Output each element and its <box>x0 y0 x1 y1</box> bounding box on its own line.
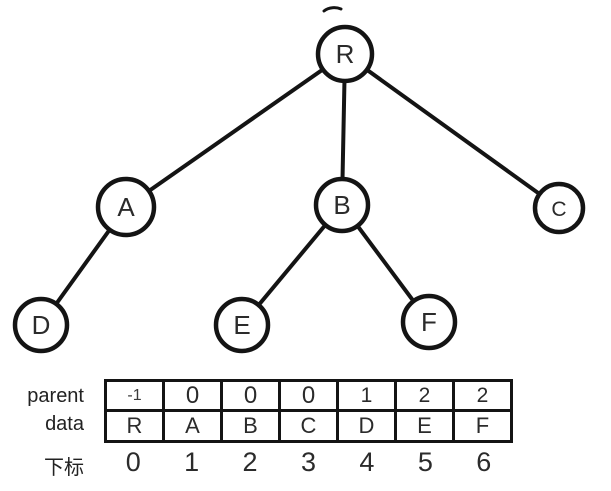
index-row-label: 下标 <box>44 457 84 479</box>
node-e: E <box>213 296 271 354</box>
data-cell: C <box>278 409 339 443</box>
data-values-row: R A B C D E F <box>104 409 513 443</box>
data-cell: B <box>220 409 281 443</box>
data-cell: D <box>336 409 397 443</box>
parent-cell: 0 <box>220 379 281 412</box>
node-r-label: R <box>336 39 355 69</box>
index-value: 3 <box>300 447 316 477</box>
node-r-circle <box>315 24 375 84</box>
index-value: 4 <box>359 447 375 477</box>
parent-cell: 2 <box>394 379 455 412</box>
node-r: R <box>315 24 375 84</box>
node-c: C <box>532 181 586 235</box>
node-e-circle <box>213 296 271 354</box>
parent-cell: 0 <box>162 379 223 412</box>
node-a: A <box>95 176 157 238</box>
parent-cell: 2 <box>452 379 513 412</box>
node-a-circle <box>95 176 157 238</box>
node-b: B <box>313 176 371 234</box>
node-f-label: F <box>421 307 437 337</box>
data-cell: A <box>162 409 223 443</box>
parent-cell: 0 <box>278 379 339 412</box>
node-d: D <box>12 296 70 354</box>
edge-r-a <box>124 52 347 209</box>
data-cell: E <box>394 409 455 443</box>
parent-cell: -1 <box>104 379 165 412</box>
parent-values-row: -1 0 0 0 1 2 2 <box>104 379 513 412</box>
index-values-row: 0 1 2 3 4 5 6 <box>104 447 513 477</box>
node-b-circle <box>313 176 371 234</box>
index-value: 2 <box>242 447 258 477</box>
node-c-circle <box>532 181 586 235</box>
node-f: F <box>400 293 458 351</box>
parent-array-table: -1 0 0 0 1 2 2 R A B C D E F <box>104 379 513 443</box>
index-value: 0 <box>125 447 141 477</box>
parent-cell: 1 <box>336 379 397 412</box>
index-value: 6 <box>476 447 492 477</box>
data-cell: R <box>104 409 165 443</box>
parent-row-label: parent <box>27 385 84 407</box>
node-a-label: A <box>117 192 135 222</box>
data-cell: F <box>452 409 513 443</box>
node-f-circle <box>400 293 458 351</box>
node-d-circle <box>12 296 70 354</box>
node-b-label: B <box>333 190 350 220</box>
tree-canvas: R A B C D E F <box>12 6 586 354</box>
top-artifact-dash <box>322 6 343 13</box>
index-value: 1 <box>184 447 200 477</box>
node-e-label: E <box>233 310 250 340</box>
edge-r-c <box>343 52 561 210</box>
node-d-label: D <box>32 310 51 340</box>
node-c-label: C <box>551 198 566 221</box>
data-row-label: data <box>45 413 84 435</box>
index-value: 5 <box>417 447 433 477</box>
